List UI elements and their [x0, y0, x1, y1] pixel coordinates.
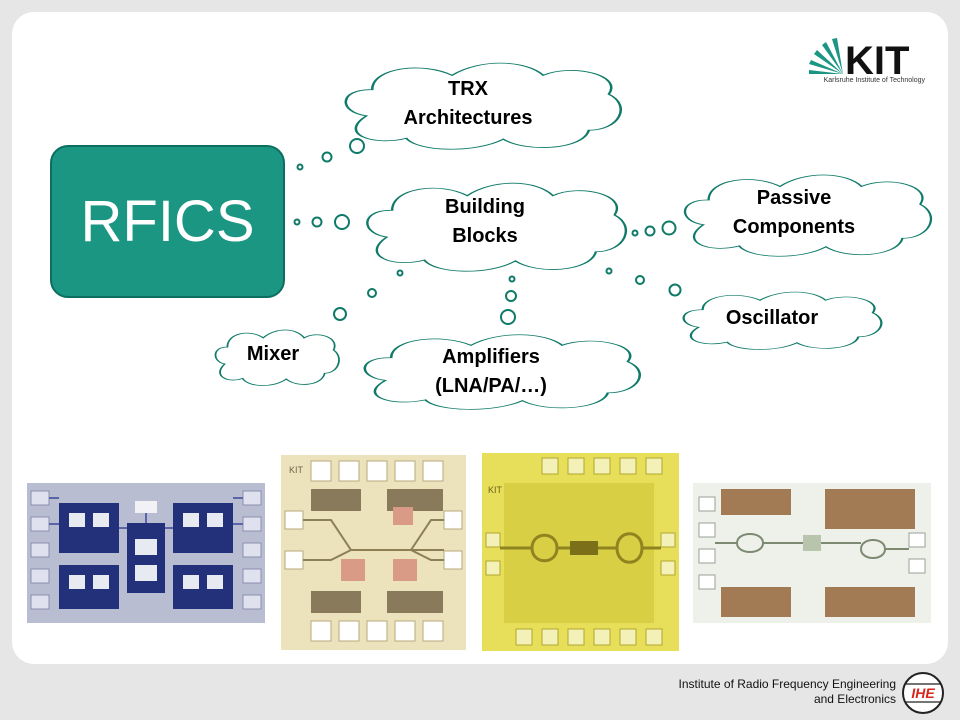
cloud-building-line2: Blocks [452, 225, 518, 247]
chip-photo-passive [693, 483, 931, 623]
ihe-logo-text: IHE [911, 685, 935, 701]
cloud-trx-line2: Architectures [403, 107, 533, 129]
svg-text:KIT: KIT [289, 465, 304, 475]
cloud-oscillator-line1: Oscillator [725, 307, 819, 329]
chip-photo-oscillator: KIT [482, 453, 679, 651]
cloud-mixer-label: Mixer [213, 340, 333, 369]
cloud-amplifiers-label: Amplifiers (LNA/PA/…) [391, 343, 591, 401]
footer-institute: Institute of Radio Frequency Engineering… [679, 677, 896, 707]
cloud-amplifiers-line2: (LNA/PA/…) [435, 375, 547, 397]
cloud-passive-line2: Components [732, 216, 856, 238]
cloud-passive-line1: Passive [756, 187, 832, 209]
rfics-box: RFICS [50, 145, 285, 298]
footer-line2: and Electronics [813, 692, 896, 706]
ihe-logo: IHE [902, 672, 944, 714]
footer-line1: Institute of Radio Frequency Engineering [678, 677, 896, 691]
svg-text:KIT: KIT [488, 485, 503, 495]
cloud-oscillator-label: Oscillator [672, 304, 872, 333]
cloud-building-line1: Building [445, 196, 525, 218]
cloud-building-label: Building Blocks [385, 193, 585, 251]
kit-logo-text: KIT [845, 39, 909, 83]
chip-photo-mixer [27, 483, 265, 623]
cloud-amplifiers-line1: Amplifiers [442, 346, 540, 368]
cloud-trx-label: TRX Architectures [368, 75, 568, 133]
kit-logo-subtitle: Karlsruhe Institute of Technology [823, 77, 925, 84]
cloud-passive-label: Passive Components [694, 184, 894, 242]
kit-logo: KIT [809, 38, 909, 83]
cloud-mixer-line1: Mixer [246, 343, 300, 365]
rfics-label: RFICS [80, 189, 255, 254]
chip-photo-amplifier: KIT [281, 455, 466, 650]
cloud-trx-line1: TRX [448, 78, 488, 100]
